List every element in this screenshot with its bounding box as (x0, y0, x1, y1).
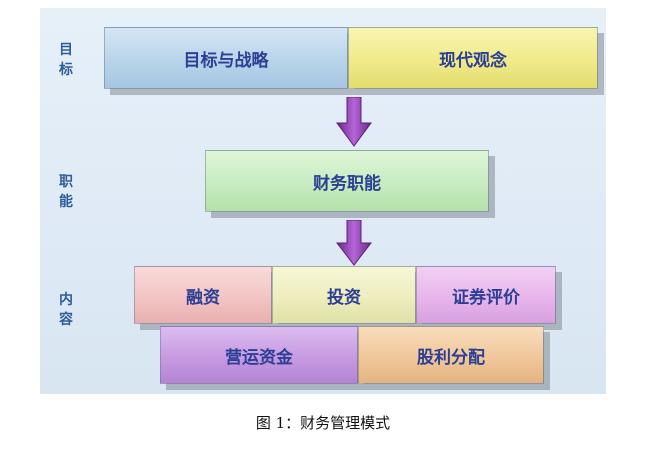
side-label-goal-char-1: 目 (59, 42, 73, 58)
side-label-function: 职 能 (55, 172, 77, 212)
box-financing: 融资 (134, 266, 278, 330)
box-securities-valuation: 证券评价 (416, 266, 562, 330)
box-working-capital: 营运资金 (160, 326, 364, 390)
side-label-goal-char-2: 标 (59, 62, 73, 78)
box-finance-function: 财务职能 (205, 150, 495, 218)
down-arrow-icon (336, 97, 372, 147)
side-label-goal: 目 标 (55, 40, 77, 80)
side-label-content: 内 容 (55, 290, 77, 330)
down-arrow-icon (336, 220, 372, 266)
side-label-function-char-1: 职 (59, 174, 73, 190)
box-modern-concept: 现代观念 (348, 27, 604, 95)
box-dividend-distribution: 股利分配 (358, 326, 550, 390)
side-label-content-char-1: 内 (59, 292, 73, 308)
side-label-content-char-2: 容 (59, 312, 73, 328)
figure-caption: 图 1：财务管理模式 (255, 414, 391, 432)
box-investment: 投资 (272, 266, 422, 330)
box-goal-strategy: 目标与战略 (104, 27, 354, 95)
side-label-function-char-2: 能 (59, 194, 73, 210)
